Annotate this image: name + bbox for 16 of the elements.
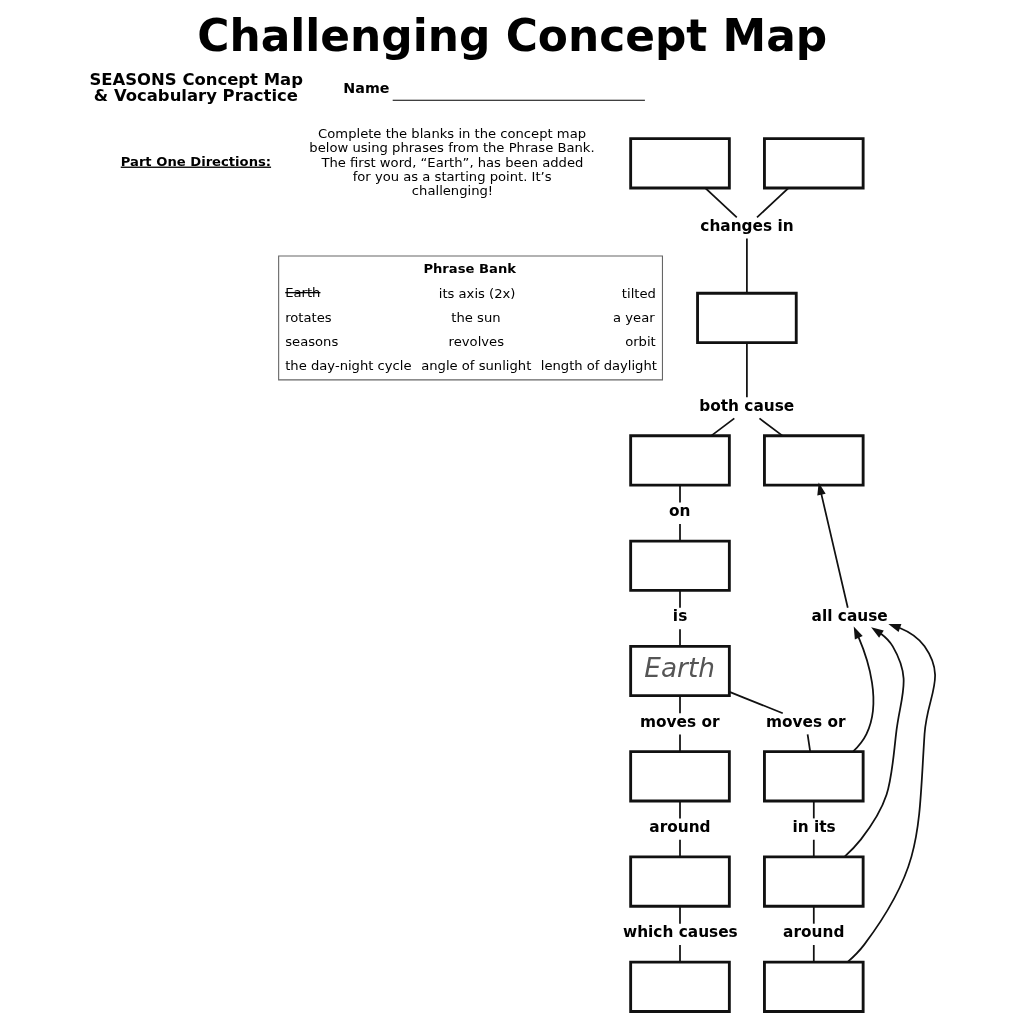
node-text: in its: [792, 817, 836, 836]
node-text: around: [783, 923, 845, 942]
label: Part One Directions:: [120, 153, 272, 169]
node-text: all cause: [811, 607, 888, 626]
node-text: is: [672, 607, 688, 626]
node-text: on: [669, 502, 691, 521]
label: SEASONS Concept Map & Vocabulary Practice: [89, 69, 303, 106]
node-text: both cause: [699, 396, 795, 415]
node-text: which causes: [622, 923, 738, 942]
label: Name: [343, 79, 390, 96]
node-text: moves or: [639, 712, 720, 731]
diagram-title: Challenging Concept Map: [197, 9, 828, 61]
node-text: around: [649, 817, 711, 836]
node-text: changes in: [700, 216, 794, 235]
node-text: moves or: [766, 712, 846, 731]
label: Complete the blanks in the concept map below using phrases from the Phrase Bank. The first word, “Earth”, has been added for you as a starting point. It’s challenging!: [309, 126, 595, 199]
